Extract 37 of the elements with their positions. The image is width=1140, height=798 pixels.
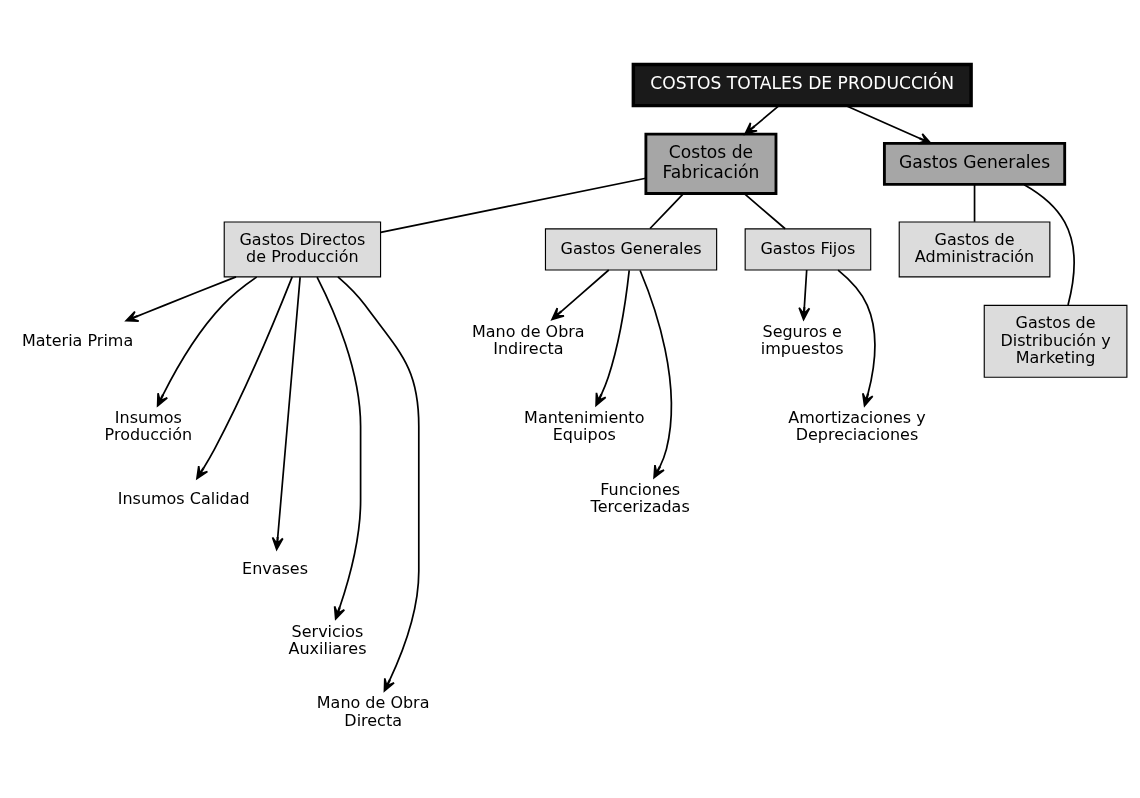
node-box: Gastos de Distribución y Marketing xyxy=(983,304,1128,378)
arrow xyxy=(196,275,294,479)
node-text: Funciones Tercerizadas xyxy=(590,479,690,516)
connector xyxy=(973,183,976,223)
connector xyxy=(1023,183,1075,306)
arrow xyxy=(639,269,673,478)
arrow xyxy=(798,268,811,320)
arrow xyxy=(156,275,258,407)
node-text: Seguros e impuestos xyxy=(760,321,844,358)
node-text: Amortizaciones y Depreciaciones xyxy=(788,407,926,444)
node-box: Gastos Generales xyxy=(882,141,1067,186)
node-text: Insumos Producción xyxy=(104,407,193,444)
node-text: Mantenimiento Equipos xyxy=(524,407,645,444)
arrow xyxy=(744,104,780,135)
node-text: Materia Prima xyxy=(21,330,134,350)
node-box: Gastos Fijos xyxy=(744,227,872,271)
node-box: Gastos de Administración xyxy=(898,221,1051,277)
arrow xyxy=(125,275,237,322)
arrow xyxy=(337,275,420,692)
connector xyxy=(649,192,685,229)
node-box: Costos de Fabricación xyxy=(644,132,778,195)
arrow xyxy=(595,268,631,406)
node-text: Mano de Obra Directa xyxy=(316,692,430,730)
node-text: Servicios Auxiliares xyxy=(288,621,367,658)
node-text: Insumos Calidad xyxy=(117,488,250,508)
arrow xyxy=(551,268,610,320)
node-box: Gastos Generales xyxy=(544,227,718,271)
connector xyxy=(743,192,787,230)
arrow xyxy=(316,275,362,620)
node-box: Gastos Directos de Producción xyxy=(223,221,382,277)
arrow xyxy=(837,268,876,406)
node-box: COSTOS TOTALES DE PRODUCCIÓN xyxy=(631,62,973,107)
node-text: Envases xyxy=(242,558,308,578)
arrow xyxy=(271,275,301,550)
node-text: Mano de Obra Indirecta xyxy=(472,321,585,358)
arrow xyxy=(845,104,932,144)
connector xyxy=(379,176,647,233)
